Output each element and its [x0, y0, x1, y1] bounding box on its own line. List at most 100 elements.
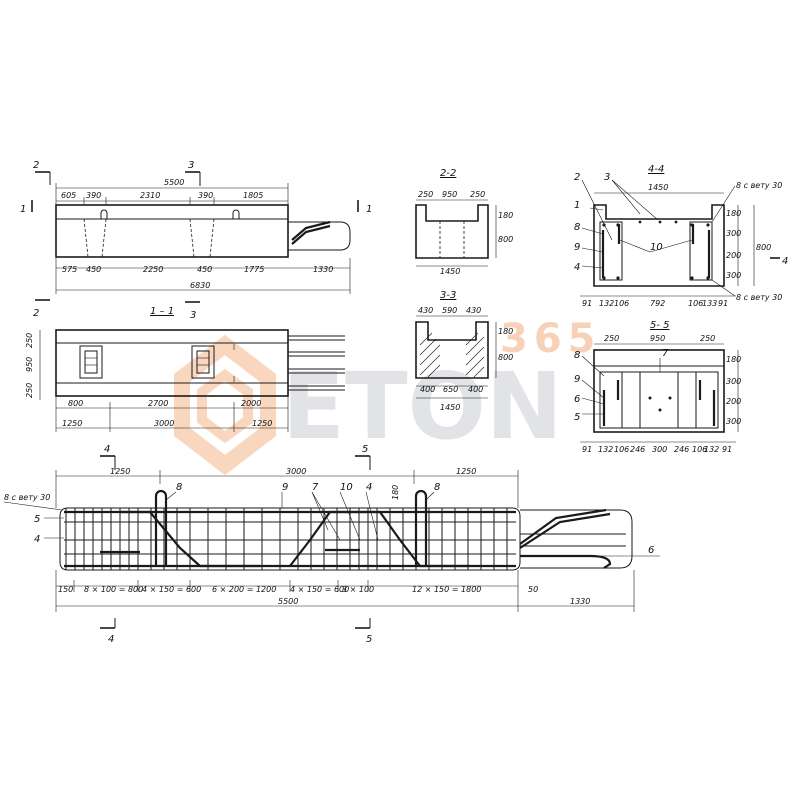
s55-dim-132a: 132: [598, 445, 613, 454]
s44-cover-top: 8 с вету 30: [736, 181, 782, 190]
s22-dim-1450: 1450: [440, 267, 460, 276]
plan-dim-250b: 250: [25, 383, 34, 398]
plan-dim-1250b: 1250: [252, 419, 272, 428]
s22-dim-950: 950: [442, 190, 457, 199]
rc-dim-1330: 1330: [570, 597, 590, 606]
s55-label-9: 9: [574, 374, 580, 385]
s55-label-7: 7: [662, 348, 669, 359]
rc-label-4-top: 4: [366, 482, 372, 493]
elev-dim-2310: 2310: [140, 191, 160, 200]
plan-dim-800: 800: [68, 399, 83, 408]
s44-dim-180: 180: [726, 209, 741, 218]
projecting-bar-end: [288, 221, 351, 251]
elev-dim-575: 575: [62, 265, 77, 274]
s55-dim-246b: 246: [674, 445, 689, 454]
section-3-3-title: 3-3: [440, 290, 456, 301]
s44-label-9: 9: [574, 242, 580, 253]
section-5-5-title: 5- 5: [650, 320, 670, 331]
elev-dim-2250: 2250: [143, 265, 163, 274]
s22-dim-180: 180: [498, 211, 513, 220]
rc-sp-12x150: 12 × 150 = 1800: [412, 585, 481, 594]
stirrups: [65, 508, 508, 570]
watermark-brand: ETON: [282, 353, 563, 460]
elev-dim-390b: 390: [198, 191, 213, 200]
s44-label-4: 4: [574, 262, 580, 273]
section-4-4: 4-4 1450 8 с вету 30 2: [574, 164, 788, 308]
rc-label-10: 10: [340, 482, 353, 493]
s55-dim-200: 200: [726, 397, 741, 406]
opening-left: [79, 345, 103, 379]
plan-dim-250a: 250: [25, 333, 34, 348]
s33-dim-430b: 430: [466, 306, 481, 315]
plan-view-1-1: 1 – 1 250 950 250 800 2700 2000 1250: [25, 306, 345, 432]
rc-sp-50: 50: [528, 585, 538, 594]
mark-3-bottom: 3: [190, 310, 196, 321]
s33-dim-590: 590: [442, 306, 457, 315]
s44-dim-1450: 1450: [648, 183, 668, 192]
rc-label-4: 4: [34, 534, 40, 545]
bent-bar-middle: [289, 510, 470, 568]
rc-label-6: 6: [648, 545, 654, 556]
reinforcement-cage-view: 4 5 1250 3000 1250 8 с вету 30 5 4: [3, 444, 660, 645]
elev-dim-1330: 1330: [313, 265, 333, 274]
section-2-2: 2-2 250 950 250 180 800 1450: [415, 168, 513, 276]
plan-dim-2700: 2700: [148, 399, 168, 408]
s44-label-3: 3: [604, 172, 610, 183]
s44-dim-200: 200: [726, 251, 741, 260]
s55-dim-180: 180: [726, 355, 741, 364]
s33-dim-430a: 430: [418, 306, 433, 315]
s44-dim-300b: 300: [726, 271, 741, 280]
section-4-4-title: 4-4: [648, 164, 664, 175]
s44-label-2: 2: [574, 172, 580, 183]
s33-dim-400a: 400: [420, 385, 435, 394]
s44-cover-bottom: 8 с вету 30: [736, 293, 782, 302]
plan-dim-3000: 3000: [154, 419, 174, 428]
s55-dim-250a: 250: [604, 334, 619, 343]
s44-dim-300a: 300: [726, 229, 741, 238]
plan-title: 1 – 1: [150, 306, 174, 317]
s55-dim-250b: 250: [700, 334, 715, 343]
s55-dim-91a: 91: [582, 445, 592, 454]
s44-dim-792: 792: [650, 299, 665, 308]
s55-dim-106b: 106: [692, 445, 707, 454]
s55-label-8: 8: [574, 350, 580, 361]
lifting-loop-bar-right: [414, 489, 428, 566]
s55-dim-300a: 300: [726, 377, 741, 386]
s55-dim-132b: 132: [704, 445, 719, 454]
section-2-2-shape: [415, 204, 489, 259]
plan-dim-950: 950: [25, 357, 34, 372]
s33-dim-1450: 1450: [440, 403, 460, 412]
s44-dim-800: 800: [756, 243, 771, 252]
opening-right: [191, 345, 215, 379]
mark-2-bottom: 2: [33, 308, 39, 319]
section-3-3-shape: [415, 321, 489, 379]
elev-dim-450a: 450: [86, 265, 101, 274]
elev-dim-1775: 1775: [244, 265, 264, 274]
watermark-hexagon-inner: [197, 368, 253, 444]
rc-label-9: 9: [282, 482, 288, 493]
rc-mark-4-bottom: 4: [108, 634, 114, 645]
s44-label-10: 10: [650, 242, 663, 253]
rc-sp-6x200: 6 × 200 = 1200: [212, 585, 276, 594]
plan-dim-2000: 2000: [241, 399, 261, 408]
elev-top-overall: 5500: [164, 178, 184, 187]
s44-dim-91a: 91: [582, 299, 592, 308]
rc-mark-4-top: 4: [104, 444, 110, 455]
rc-sp-3x100: 3 × 100: [342, 585, 374, 594]
s55-dim-91b: 91: [722, 445, 732, 454]
rc-label-8b: 8: [434, 482, 440, 493]
rc-label-7: 7: [312, 482, 319, 493]
s55-dim-246a: 246: [630, 445, 645, 454]
s44-dim-132: 132: [599, 299, 614, 308]
rc-dim-3000: 3000: [286, 467, 306, 476]
s55-dim-300: 300: [652, 445, 667, 454]
lifting-loop-right: [232, 209, 240, 219]
section-4-4-shape: [593, 204, 725, 287]
s44-label-1: 1: [574, 200, 580, 211]
rc-label-8a: 8: [176, 482, 182, 493]
rc-dim-5500: 5500: [278, 597, 298, 606]
projecting-end: [520, 509, 633, 569]
rc-dim-1250a: 1250: [110, 467, 130, 476]
rc-label-5: 5: [34, 514, 40, 525]
